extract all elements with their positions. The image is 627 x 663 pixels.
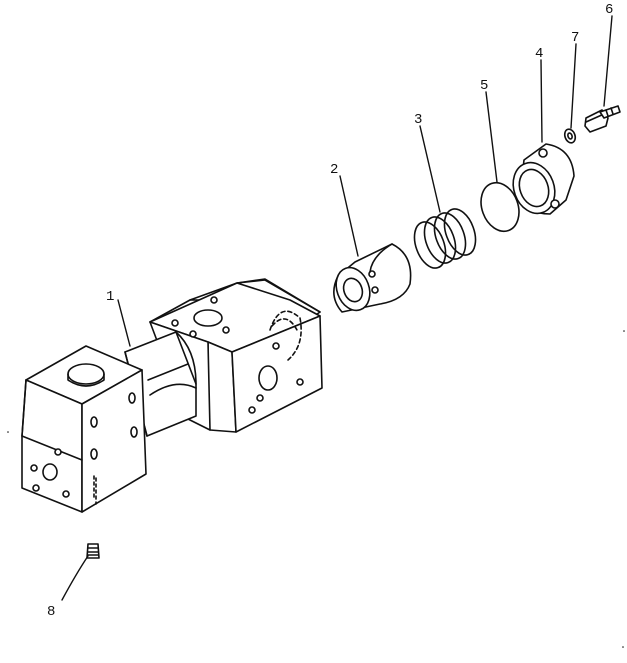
leader-line-3 (419, 125, 441, 213)
callout-1: 1 (106, 289, 114, 305)
plug (86, 543, 100, 559)
callout-4: 4 (535, 46, 543, 62)
leader-line-1 (117, 299, 131, 347)
valve-body (21, 278, 323, 513)
callout-2: 2 (330, 162, 338, 178)
flange-cover (512, 143, 575, 215)
callout-3: 3 (414, 112, 422, 128)
callout-labels: 1 2 3 4 5 6 7 8 (47, 2, 613, 620)
callout-6: 6 (605, 2, 613, 18)
spool (333, 243, 412, 313)
scan-specks (7, 330, 625, 648)
callout-7: 7 (571, 30, 579, 46)
leader-line-7 (570, 43, 577, 129)
leader-line-2 (339, 175, 359, 257)
callout-8: 8 (47, 604, 55, 620)
valve-body-left-block (21, 345, 147, 513)
spring (413, 208, 477, 269)
leader-lines (61, 15, 613, 601)
leader-line-8 (61, 555, 89, 601)
washer (563, 128, 577, 144)
bolt (584, 105, 621, 133)
o-ring (480, 181, 520, 233)
leader-line-6 (603, 15, 613, 107)
leader-line-4 (540, 59, 543, 143)
callout-5: 5 (480, 78, 488, 94)
leader-line-5 (485, 91, 498, 183)
